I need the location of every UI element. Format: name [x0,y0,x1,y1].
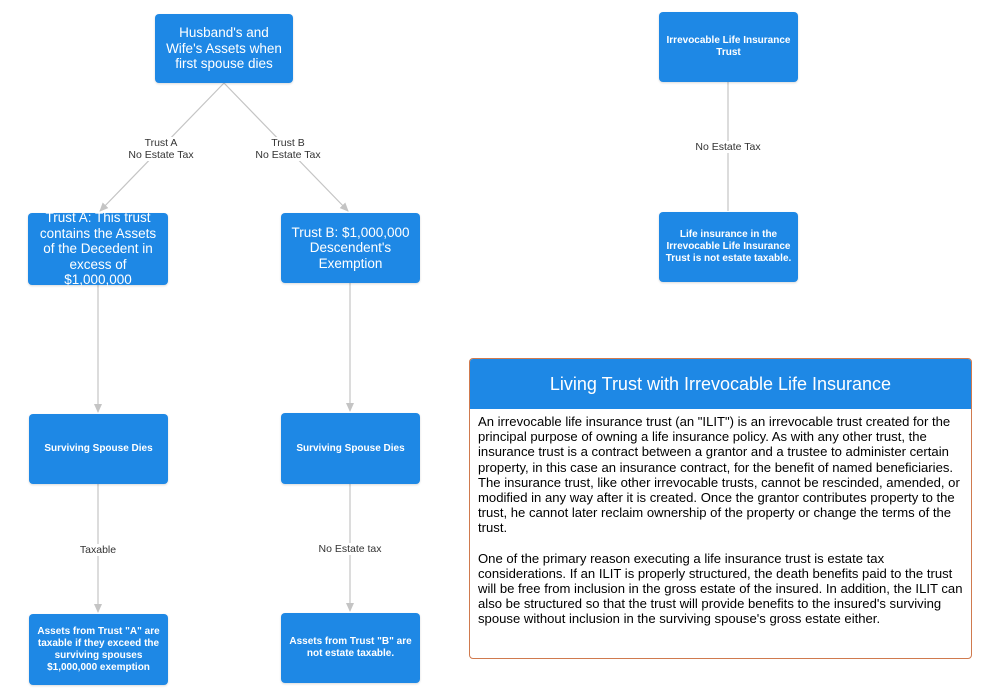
edge-label-trust-b-line2: No Estate Tax [255,149,321,161]
node-ilit-result-label: Life insurance in the Irrevocable Life I… [665,229,792,264]
edge-label-no-estate-tax-b: No Estate tax [318,543,382,555]
node-trust-a[interactable]: Trust A: This trust contains the Assets … [28,210,168,288]
edge-label-trust-a-line1: Trust A [144,137,178,149]
node-surviving-spouse-dies-b-label: Surviving Spouse Dies [296,442,405,454]
edge-label-trust-b-line1: Trust B [271,137,305,149]
info-panel: Living Trust with Irrevocable Life Insur… [469,358,972,659]
edge-label-ilit: No Estate Tax [695,141,761,153]
edge-label-taxable-text: Taxable [79,544,117,556]
node-assets-first-spouse-dies-label: Husband's and Wife's Assets when first s… [166,25,282,72]
node-surviving-spouse-dies-a-label: Surviving Spouse Dies [44,443,153,454]
info-panel-title: Living Trust with Irrevocable Life Insur… [470,359,971,409]
node-trust-a-label: Trust A: This trust contains the Assets … [39,210,157,288]
node-surviving-spouse-dies-b[interactable]: Surviving Spouse Dies [281,413,420,484]
node-ilit[interactable]: Irrevocable Life Insurance Trust [659,12,798,82]
edge-label-taxable: Taxable [79,544,117,556]
node-assets-first-spouse-dies[interactable]: Husband's and Wife's Assets when first s… [155,14,293,83]
edge-label-trust-a-line2: No Estate Tax [128,149,194,161]
node-trust-b[interactable]: Trust B: $1,000,000 Descendent's Exempti… [281,213,420,283]
edge-label-no-estate-tax-b-text: No Estate tax [318,543,382,555]
info-panel-paragraph-2: One of the primary reason executing a li… [478,550,963,627]
edge-label-trust-b: Trust B No Estate Tax [255,137,321,161]
node-trust-b-label: Trust B: $1,000,000 Descendent's Exempti… [291,224,410,271]
node-assets-trust-a-label: Assets from Trust "A" are taxable if the… [37,625,160,673]
node-assets-trust-a[interactable]: Assets from Trust "A" are taxable if the… [29,614,168,685]
info-panel-body: An irrevocable life insurance trust (an … [470,409,971,627]
node-assets-trust-b-label: Assets from Trust "B" are not estate tax… [289,636,412,659]
edge-label-ilit-text: No Estate Tax [695,141,761,153]
edge-label-trust-a: Trust A No Estate Tax [128,137,194,161]
info-panel-paragraph-1: An irrevocable life insurance trust (an … [478,414,960,536]
node-assets-trust-b[interactable]: Assets from Trust "B" are not estate tax… [281,613,420,683]
node-ilit-label: Irrevocable Life Insurance Trust [666,35,791,58]
node-surviving-spouse-dies-a[interactable]: Surviving Spouse Dies [29,414,168,484]
node-ilit-result[interactable]: Life insurance in the Irrevocable Life I… [659,212,798,282]
